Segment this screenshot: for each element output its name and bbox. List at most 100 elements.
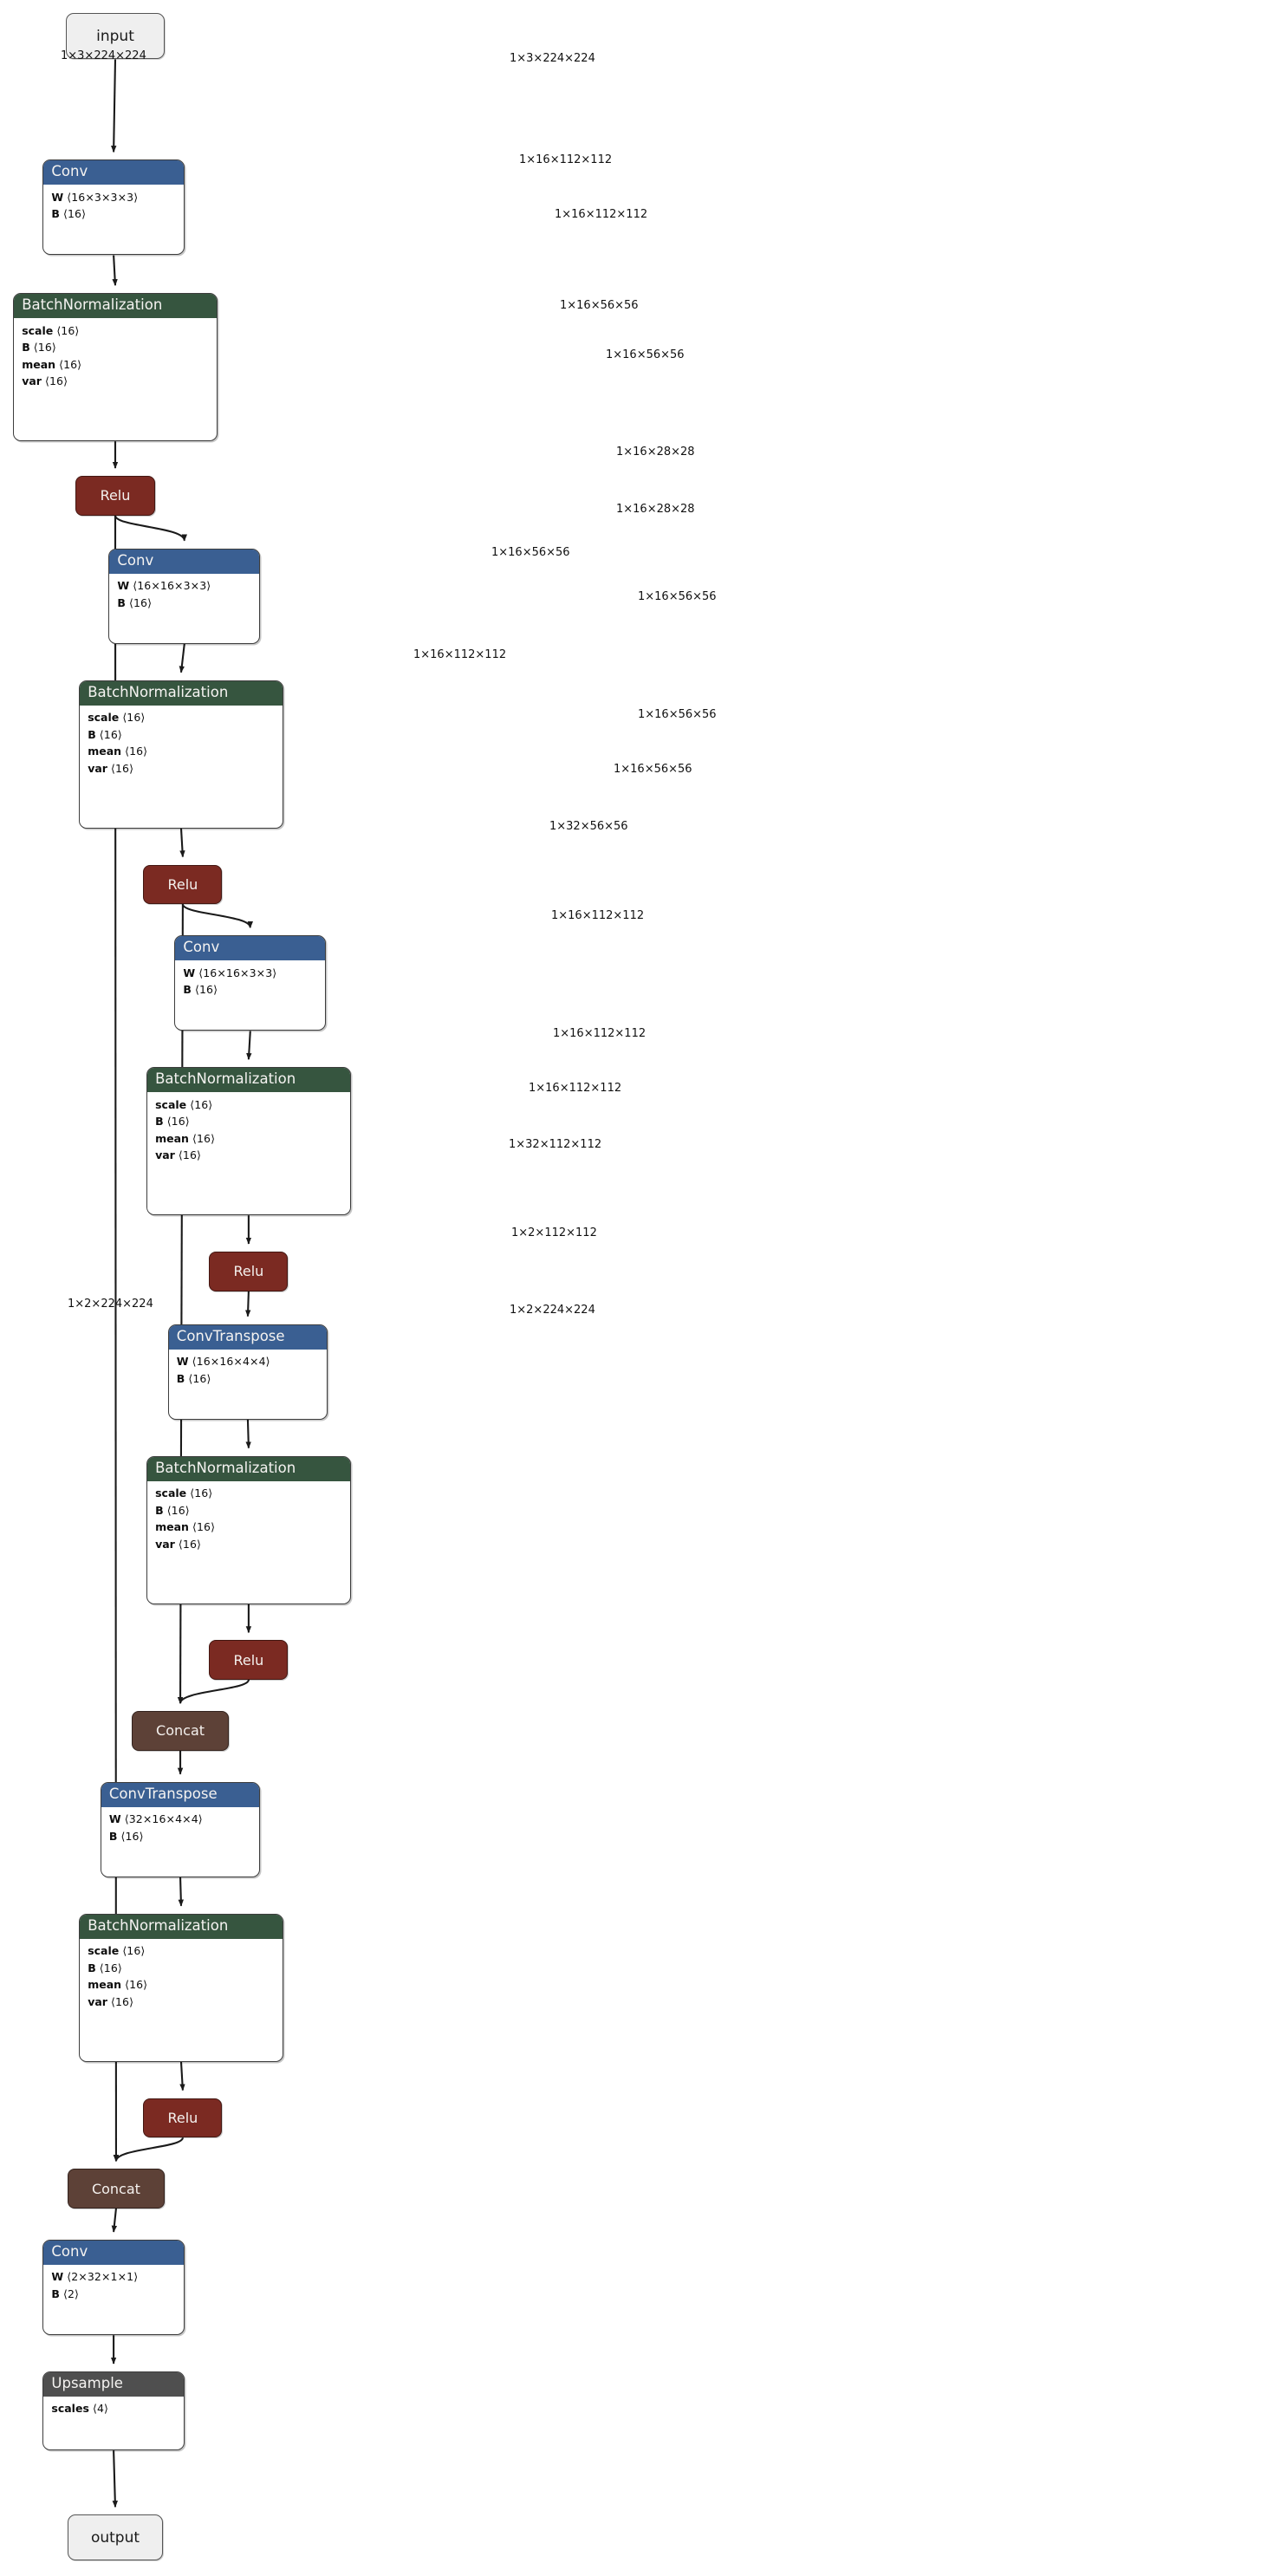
edge-L6-to-L7 — [181, 903, 253, 928]
param-value: ⟨16⟩ — [163, 1503, 190, 1517]
terminal-label: input — [96, 27, 134, 45]
param-key: mean — [155, 1131, 189, 1145]
param-key: W — [51, 2270, 64, 2284]
op-header: ConvTranspose — [168, 1324, 328, 1350]
edge-dim-label: 1×16×56×56 — [491, 546, 570, 559]
edge-L19-to-L20 — [112, 2450, 118, 2508]
param-row: B ⟨16⟩ — [109, 1828, 251, 1845]
op-label: Relu — [167, 875, 198, 893]
edge-dim-label: 1×16×112×112 — [413, 648, 507, 661]
param-key: mean — [88, 1978, 122, 1992]
param-row: mean ⟨16⟩ — [22, 356, 209, 374]
op-header: BatchNormalization — [80, 1914, 283, 1939]
terminal-node-output[interactable]: output — [67, 2514, 164, 2561]
param-value: ⟨16⟩ — [119, 1944, 146, 1958]
edge-L7-to-L8 — [246, 1031, 252, 1060]
op-node-relu[interactable]: Relu — [143, 864, 223, 905]
param-row: B ⟨16⟩ — [177, 1370, 319, 1388]
op-params: scale ⟨16⟩B ⟨16⟩mean ⟨16⟩var ⟨16⟩ — [147, 1480, 350, 1558]
op-node-concat[interactable]: Concat — [132, 1711, 230, 1751]
param-row: scale ⟨16⟩ — [155, 1486, 342, 1503]
edge-L17-to-L18 — [111, 2208, 118, 2233]
edge-L4-to-L5 — [179, 643, 185, 673]
edge-L15-to-L16 — [179, 2061, 185, 2091]
op-node-convtranspose[interactable]: ConvTranspose W ⟨16×16×4×4⟩B ⟨16⟩ — [167, 1324, 328, 1420]
param-key: B — [22, 341, 30, 355]
param-value: ⟨16⟩ — [119, 711, 146, 725]
op-label: Concat — [91, 2180, 140, 2197]
param-row: B ⟨16⟩ — [22, 340, 209, 357]
op-label: Relu — [233, 1263, 264, 1280]
param-key: B — [176, 1371, 185, 1385]
edge-L5-to-L6 — [179, 828, 185, 858]
op-node-relu[interactable]: Relu — [143, 2098, 223, 2138]
edge-dim-label: 1×16×112×112 — [519, 153, 613, 166]
op-params: scale ⟨16⟩B ⟨16⟩mean ⟨16⟩var ⟨16⟩ — [80, 705, 283, 783]
param-value: ⟨16⟩ — [185, 1371, 211, 1385]
param-key: B — [51, 2287, 60, 2300]
op-node-concat[interactable]: Concat — [67, 2169, 165, 2208]
param-row: scale ⟨16⟩ — [88, 1943, 275, 1961]
edge-L14-to-L15 — [178, 1877, 184, 1907]
param-value: ⟨16⟩ — [53, 323, 80, 337]
op-params: scale ⟨16⟩B ⟨16⟩mean ⟨16⟩var ⟨16⟩ — [80, 1938, 283, 2016]
param-row: W ⟨16×16×4×4⟩ — [177, 1354, 319, 1371]
param-value: ⟨2⟩ — [59, 2287, 80, 2300]
edge-dim-label: 1×16×112×112 — [551, 909, 645, 922]
param-value: ⟨16⟩ — [188, 1131, 216, 1145]
param-value: ⟨16⟩ — [107, 1994, 134, 2008]
terminal-node-input[interactable]: input — [66, 13, 165, 60]
param-key: B — [183, 983, 192, 997]
edge-dim-label: 1×16×28×28 — [616, 503, 695, 516]
param-value: ⟨16⟩ — [95, 1961, 122, 1974]
param-key: W — [108, 1812, 121, 1826]
param-key: scale — [22, 323, 54, 337]
op-params: W ⟨2×32×1×1⟩B ⟨2⟩ — [43, 2264, 184, 2308]
op-node-relu[interactable]: Relu — [209, 1252, 289, 1291]
edge-L16-to-L17 — [113, 2137, 184, 2163]
param-value: ⟨16⟩ — [188, 1520, 216, 1534]
param-key: scale — [88, 711, 120, 725]
param-row: B ⟨16⟩ — [155, 1502, 342, 1519]
param-key: var — [88, 1994, 107, 2008]
op-node-relu[interactable]: Relu — [75, 476, 155, 516]
param-value: ⟨16⟩ — [186, 1486, 213, 1500]
param-row: W ⟨16×16×3×3⟩ — [117, 578, 251, 595]
param-value: ⟨16⟩ — [41, 374, 68, 388]
param-value: ⟨4⟩ — [88, 2402, 108, 2416]
param-key: B — [117, 595, 126, 609]
param-row: var ⟨16⟩ — [88, 1994, 275, 2011]
edge-L3-to-L4 — [114, 515, 187, 542]
param-value: ⟨16⟩ — [29, 341, 56, 355]
edge-L0-to-L1 — [111, 59, 117, 153]
param-value: ⟨16⟩ — [117, 1829, 144, 1843]
param-row: scales ⟨4⟩ — [51, 2401, 175, 2418]
param-key: scale — [88, 1944, 120, 1958]
op-header: BatchNormalization — [80, 680, 283, 706]
param-key: var — [155, 1148, 175, 1162]
edge-dim-label: 1×16×112×112 — [555, 208, 648, 221]
edge-dim-label: 1×16×28×28 — [616, 446, 695, 459]
param-row: scale ⟨16⟩ — [155, 1096, 342, 1114]
op-header: Conv — [109, 549, 260, 574]
op-params: W ⟨16×16×3×3⟩B ⟨16⟩ — [109, 573, 260, 617]
op-params: scales ⟨4⟩ — [43, 2396, 184, 2423]
param-row: scale ⟨16⟩ — [88, 710, 275, 727]
op-params: W ⟨16×16×3×3⟩B ⟨16⟩ — [175, 960, 326, 1005]
param-row: mean ⟨16⟩ — [88, 1977, 275, 1994]
op-node-relu[interactable]: Relu — [209, 1640, 289, 1680]
param-value: ⟨16⟩ — [125, 595, 153, 609]
param-key: W — [51, 190, 64, 204]
